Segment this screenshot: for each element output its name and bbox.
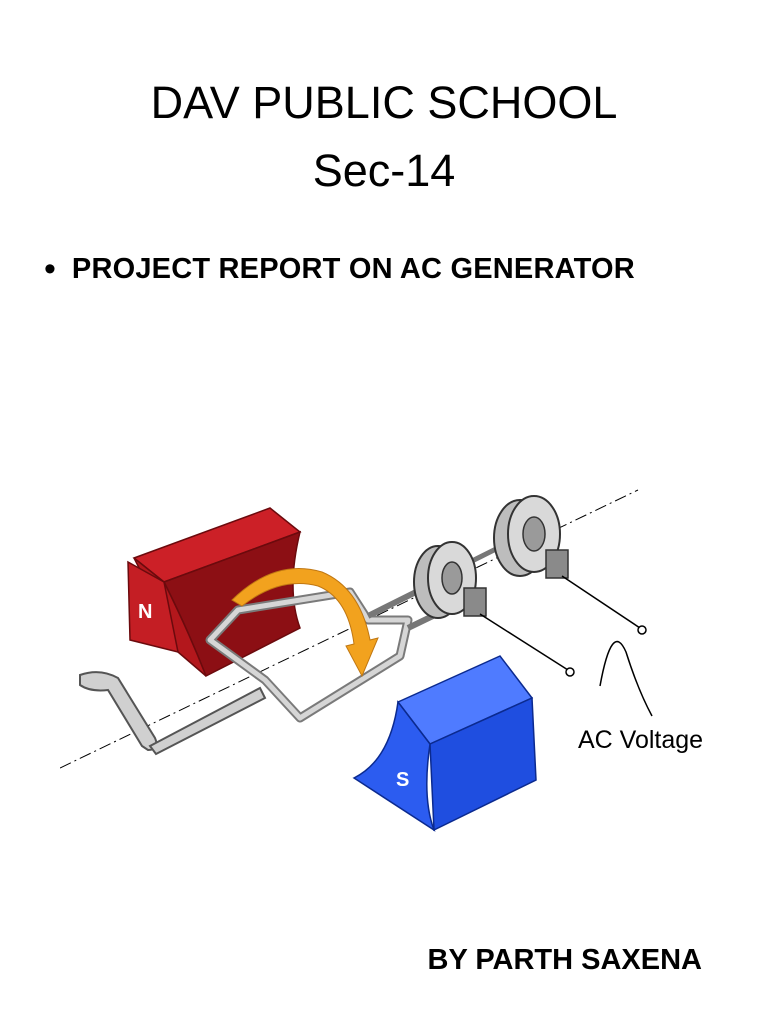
sine-wave-icon [599,640,653,717]
bullet-text: PROJECT REPORT ON AC GENERATOR [71,252,635,285]
brush-wire-1 [479,613,569,671]
school-title: DAV PUBLIC SCHOOL [150,77,618,128]
bullet-icon: • [44,250,56,288]
ac-generator-diagram: N S AC Voltage [60,489,703,832]
author-credit: BY PARTH SAXENA [427,944,702,976]
sector-title: Sec-14 [312,145,456,196]
crank-handle [79,671,267,756]
slip-ring-front [413,541,487,619]
bullet-item: • PROJECT REPORT ON AC GENERATOR [44,252,635,286]
south-magnet: S [352,655,537,832]
slip-ring-back [493,495,569,579]
south-label: S [396,769,409,791]
north-magnet: N [127,507,302,678]
north-label: N [138,601,152,623]
rotation-arrow-icon [231,568,379,678]
ac-voltage-label: AC Voltage [578,726,703,754]
brush-wire-2 [561,575,641,629]
